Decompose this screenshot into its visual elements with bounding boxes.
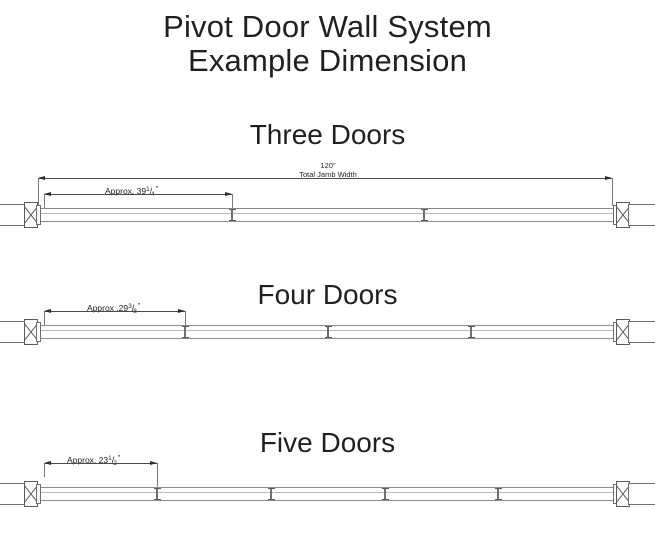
door-track (38, 487, 616, 501)
jamb-body-right (628, 483, 655, 505)
overall-dimension-caption: Total Jamb Width (299, 170, 357, 179)
panel-divider (181, 326, 189, 338)
section-heading-three-doors: Three Doors (249, 119, 406, 150)
panel-ext-right (157, 463, 158, 487)
panel-dim-fraction: 1/4 (146, 185, 155, 198)
jamb-cap-left (36, 205, 41, 225)
panel-divider (228, 209, 236, 221)
panel-divider (267, 488, 275, 500)
overall-dimension-line (38, 178, 612, 179)
overall-ext-left (38, 178, 39, 206)
title-line-2: Example Dimension (187, 43, 468, 78)
panel-ext-left (44, 311, 45, 325)
panel-dim-prefix: Approx. 23 (67, 455, 109, 465)
panel-arrow-left (44, 308, 51, 313)
panel-dim-prefix: Approx .29 (87, 303, 129, 313)
panel-arrow-right (150, 460, 157, 465)
panel-divider (324, 326, 332, 338)
panel-divider (153, 488, 161, 500)
panel-dimension-four-doors: Approx .293/8" (84, 302, 144, 315)
overall-arrow-right (605, 175, 612, 180)
panel-dimension-line (44, 463, 157, 464)
panel-ext-left (44, 194, 45, 208)
section-heading-five-doors: Five Doors (259, 427, 396, 458)
panel-divider (381, 488, 389, 500)
panel-dimension-three-doors: Approx. 391/4" (102, 185, 162, 198)
jamb-body-right (628, 204, 655, 226)
panel-ext-right (185, 311, 186, 335)
track-midline (38, 492, 616, 493)
panel-divider (420, 209, 428, 221)
panel-dim-prefix: Approx. 39 (105, 186, 147, 196)
panel-divider (494, 488, 502, 500)
door-track (38, 208, 616, 222)
track-midline (38, 213, 616, 214)
panel-arrow-left (44, 191, 51, 196)
overall-dimension-value: 120" (320, 161, 336, 170)
title-line-1: Pivot Door Wall System (163, 9, 492, 44)
panel-arrow-left (44, 460, 51, 465)
panel-dim-fraction: 1/2 (108, 454, 117, 467)
overall-ext-right (612, 178, 613, 206)
panel-dimension-five-doors: Approx. 231/2" (64, 454, 124, 467)
jamb-cap-left (36, 484, 41, 504)
overall-arrow-left (38, 175, 45, 180)
panel-divider (467, 326, 475, 338)
panel-arrow-right (225, 191, 232, 196)
page-title: Pivot Door Wall System Example Dimension (0, 10, 655, 78)
section-heading-four-doors: Four Doors (257, 279, 398, 310)
jamb-cap-left (36, 322, 41, 342)
panel-ext-left (44, 463, 45, 477)
panel-arrow-right (178, 308, 185, 313)
jamb-body-right (628, 321, 655, 343)
panel-ext-right (232, 194, 233, 218)
panel-dim-fraction: 3/8 (128, 302, 137, 315)
panel-dimension-line (44, 194, 232, 195)
panel-dimension-line (44, 311, 185, 312)
